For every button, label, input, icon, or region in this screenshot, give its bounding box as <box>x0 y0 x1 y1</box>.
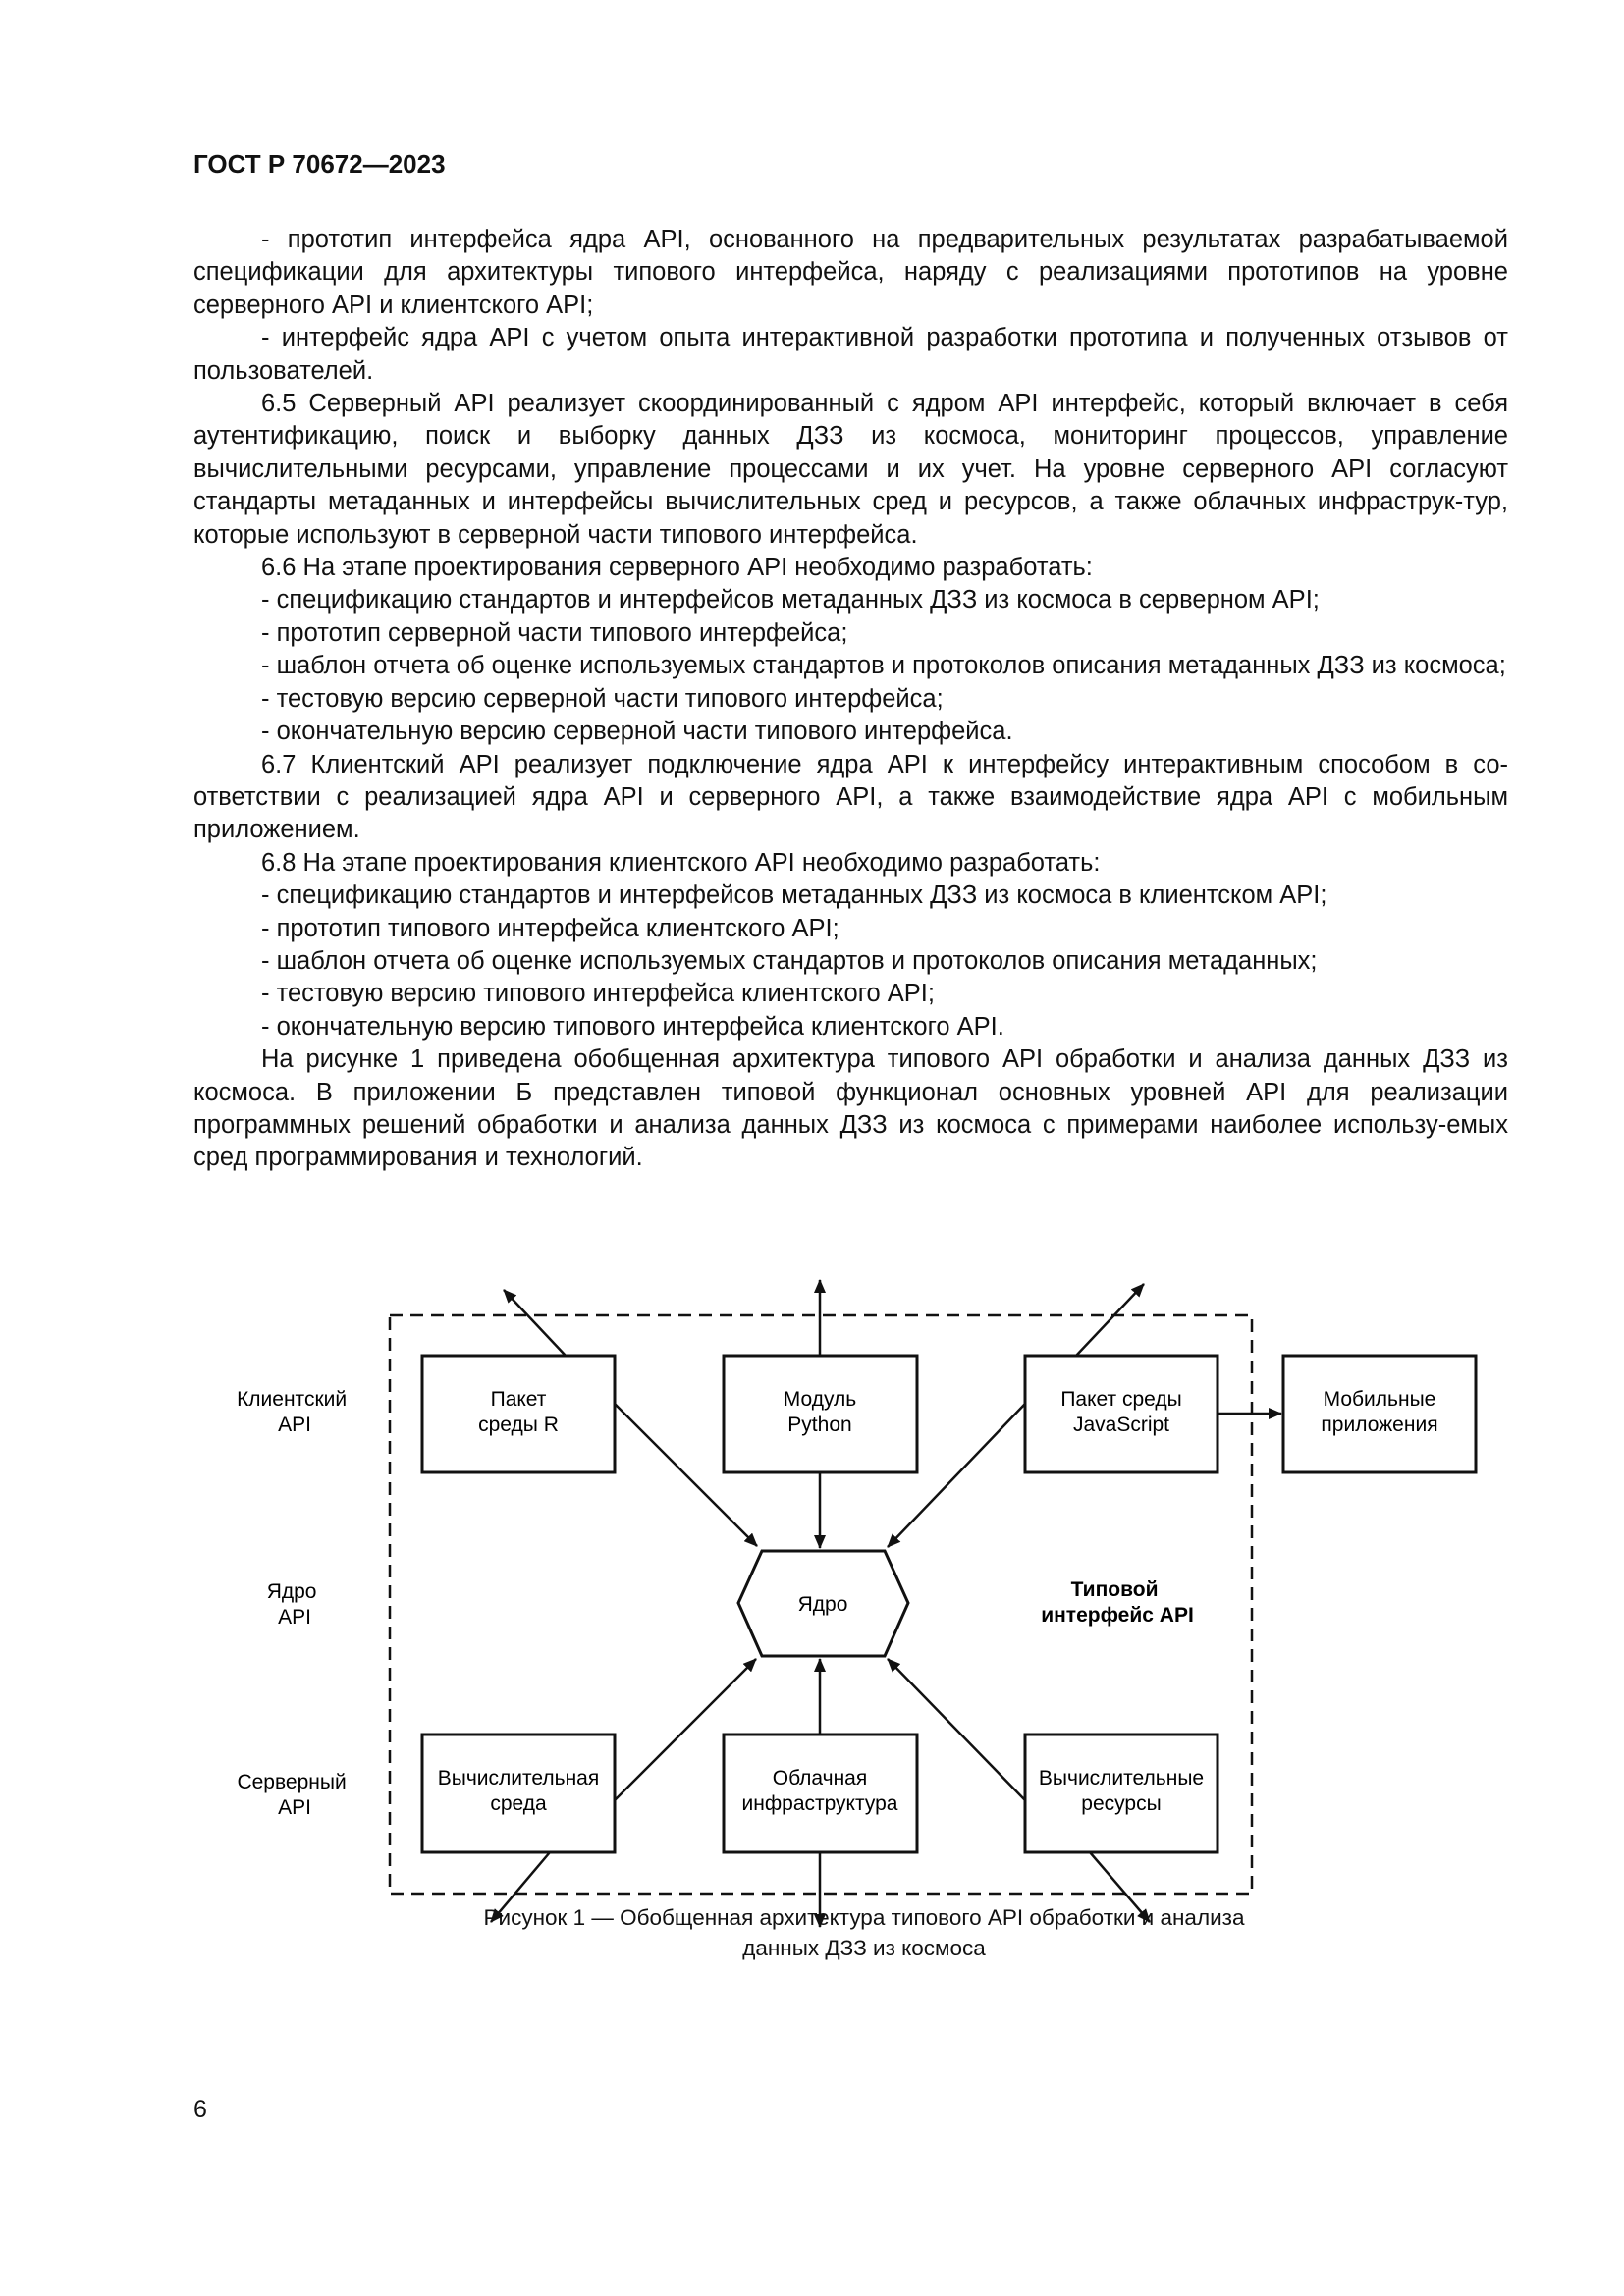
paragraph: - прототип серверной части типового инте… <box>261 618 848 647</box>
paragraph: - окончательную версию типового интерфей… <box>261 1012 1004 1041</box>
paragraph: 6.8 На этапе проектирования клиентского … <box>261 848 1101 877</box>
paragraph: - интерфейс ядра API с учетом опыта инте… <box>193 324 1508 385</box>
arrow-env-to-core <box>614 1658 757 1801</box>
paragraph: - прототип типового интерфейса клиентско… <box>261 914 839 942</box>
document-header: ГОСТ Р 70672—2023 <box>193 149 446 179</box>
arrow-js-to-core <box>887 1403 1026 1548</box>
paragraph: - тестовую версию серверной части типово… <box>261 684 944 713</box>
level-label-core: Ядро API <box>267 1580 323 1629</box>
paragraph: - спецификацию стандартов и интерфейсов … <box>261 881 1327 910</box>
paragraph: - окончательную версию серверной части т… <box>261 718 1013 746</box>
page-number: 6 <box>193 2096 207 2123</box>
arrow-res-out <box>1089 1851 1151 1923</box>
body-text: - прототип интерфейса ядра API, основанн… <box>193 224 1508 1175</box>
paragraph: - спецификацию стандартов и интерфейсов … <box>261 586 1320 614</box>
caption-line: данных ДЗЗ из космоса <box>742 1936 986 1960</box>
arrow-r-to-core <box>614 1403 758 1547</box>
figure-caption: Рисунок 1 — Обобщенная архитектура типов… <box>393 1902 1335 1963</box>
arrow-js-out <box>1075 1283 1145 1357</box>
paragraph: - тестовую версию типового интерфейса кл… <box>261 980 935 1008</box>
paragraph: - прототип интерфейса ядра API, основанн… <box>193 226 1508 319</box>
level-label-client: Клиентский API <box>237 1388 352 1436</box>
caption-line: Рисунок 1 — Обобщенная архитектура типов… <box>483 1905 1245 1930</box>
paragraph: На рисунке 1 приведена обобщенная архите… <box>193 1045 1508 1172</box>
paragraph: 6.6 На этапе проектирования серверного A… <box>261 554 1093 582</box>
paragraph: 6.5 Серверный API реализует скоординиров… <box>193 390 1508 549</box>
core-hexagon: Ядро <box>736 1549 910 1658</box>
arrow-res-to-core <box>887 1658 1026 1801</box>
arrow-env-out <box>490 1851 551 1923</box>
arrow-r-out <box>503 1289 567 1357</box>
level-label-server: Серверный API <box>237 1771 352 1819</box>
paragraph: 6.7 Клиентский API реализует подключение… <box>193 750 1508 844</box>
typical-interface-label: Типовой интерфейс API <box>1041 1578 1194 1627</box>
svg-text:Ядро: Ядро <box>798 1593 848 1616</box>
paragraph: - шаблон отчета об оценке используемых с… <box>261 946 1318 975</box>
paragraph: - шаблон отчета об оценке используемых с… <box>261 652 1506 680</box>
